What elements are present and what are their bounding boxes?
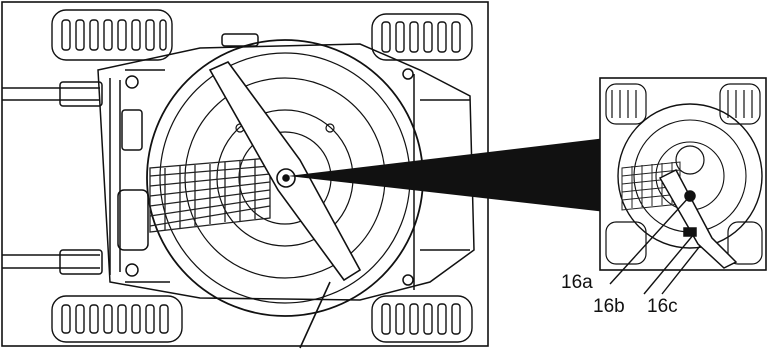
zoom-cone	[288, 138, 606, 212]
inset-cutting-blade	[658, 169, 738, 269]
leader-16b	[643, 233, 695, 295]
callout-16c: 16c	[647, 296, 678, 317]
grass-mesh	[149, 157, 271, 233]
callout-16b: 16b	[593, 296, 625, 317]
wheel-rear-left	[51, 295, 183, 343]
leader-16c	[661, 245, 701, 295]
leader-16a	[609, 195, 691, 285]
detail-inset	[599, 77, 767, 295]
callout-16a: 16a	[561, 272, 593, 293]
pointer-line	[299, 281, 331, 349]
blade-washer	[683, 227, 697, 237]
handle-rails	[2, 81, 103, 275]
callout-leaders	[609, 195, 701, 295]
cutting-blade	[208, 61, 362, 282]
wheel-rear-right	[371, 295, 473, 343]
wheel-front-left	[51, 9, 173, 61]
wheel-front-right	[371, 13, 473, 61]
